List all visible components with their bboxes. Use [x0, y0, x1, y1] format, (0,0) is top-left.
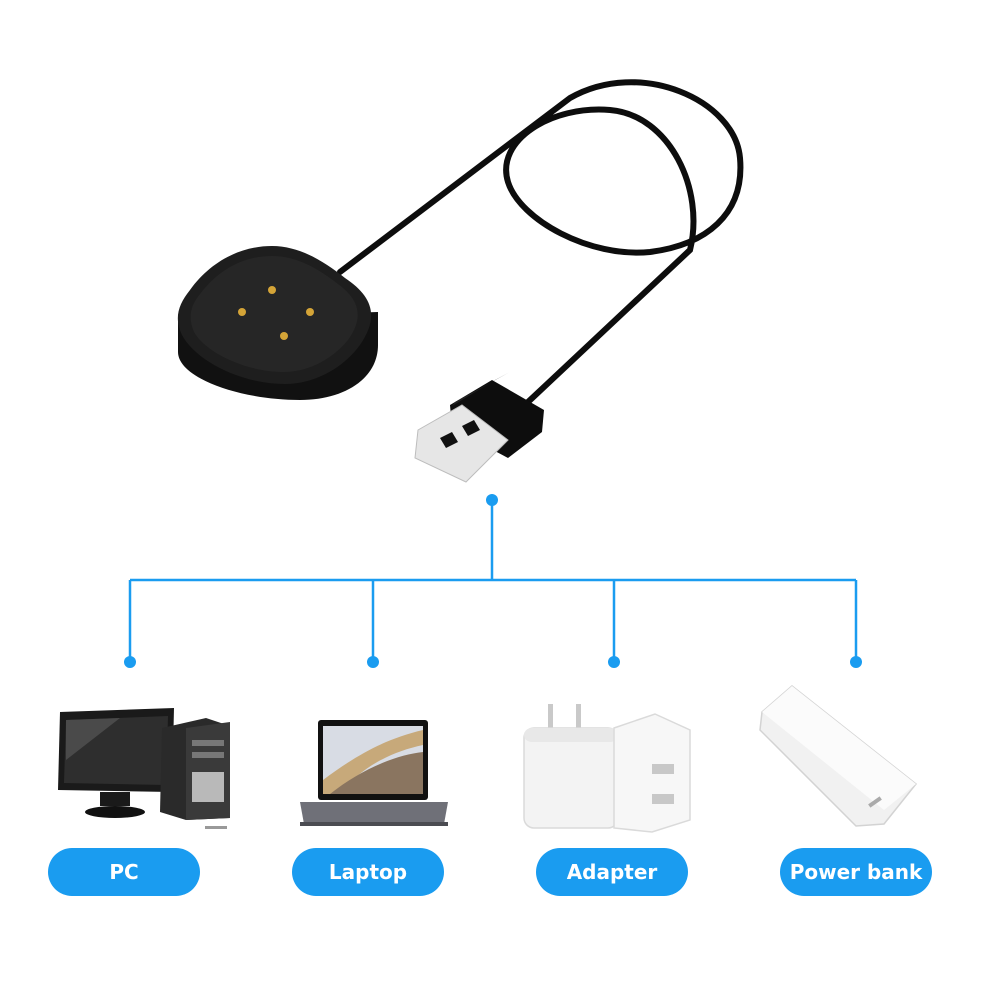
connector-dot	[850, 656, 862, 668]
pogo-pin	[306, 308, 314, 316]
pogo-pin	[238, 308, 246, 316]
connector-dot	[608, 656, 620, 668]
connector-dot	[486, 494, 498, 506]
pc-icon	[58, 708, 230, 829]
device-label-power-bank: Power bank	[780, 848, 932, 896]
laptop-icon	[300, 720, 448, 826]
connector-dot	[367, 656, 379, 668]
connector-dot	[124, 656, 136, 668]
usb-plug	[414, 372, 544, 483]
adapter-icon	[523, 704, 691, 833]
device-label-laptop: Laptop	[292, 848, 444, 896]
device-label-adapter: Adapter	[536, 848, 688, 896]
pogo-pin	[268, 286, 276, 294]
pogo-pin	[280, 332, 288, 340]
cable	[337, 79, 744, 405]
device-label-pc: PC	[48, 848, 200, 896]
charging-dock	[177, 246, 378, 400]
power-bank-icon	[759, 685, 918, 827]
